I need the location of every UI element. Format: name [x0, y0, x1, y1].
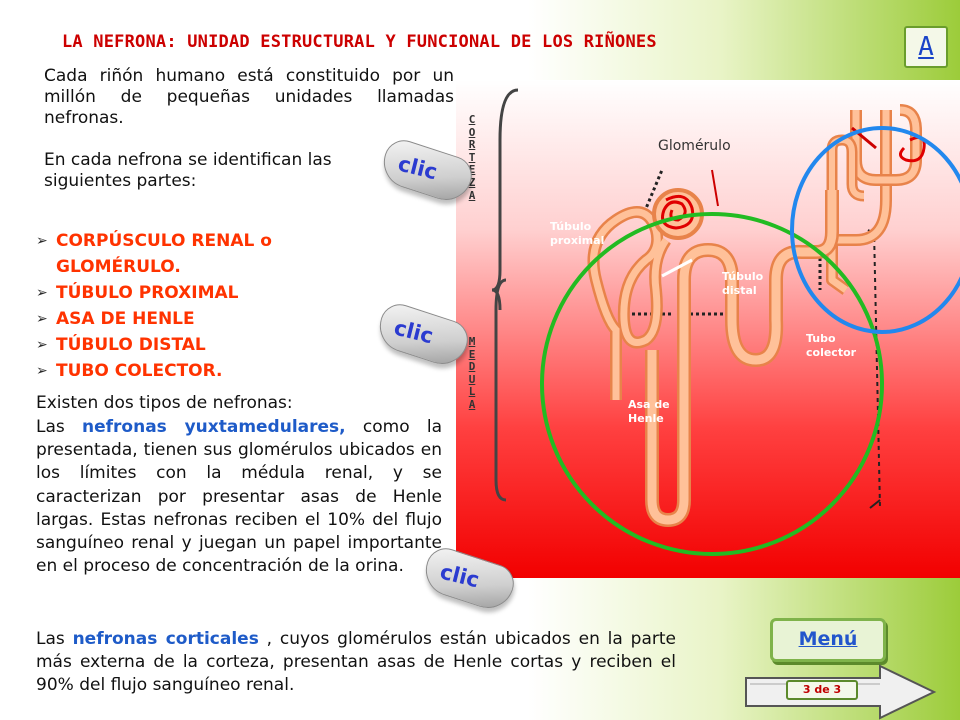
yuxta-pre: Las [36, 417, 83, 437]
intro-text: Cada riñón humano está constituido por u… [44, 66, 454, 128]
corteza-label: C O R T E Z A [468, 113, 476, 202]
yuxtamedular-text: Las nefronas yuxtamedulares, como la pre… [36, 416, 442, 578]
clic-button-2[interactable]: clic [373, 299, 474, 371]
glomerulo-capillaries [661, 194, 695, 230]
part-corpusculo: CORPÚSCULO RENAL o GLOMÉRULO. [36, 228, 336, 280]
page-indicator: 3 de 3 [786, 680, 858, 700]
corteza-bracket [491, 88, 519, 292]
glomerulo-label: Glomérulo [658, 138, 731, 154]
clic-button-1[interactable]: clic [377, 135, 478, 207]
tubo-colector-label: Tubo colector [806, 332, 857, 359]
medula-bracket [494, 278, 507, 502]
part-tubulo-distal: TÚBULO DISTAL [36, 332, 336, 358]
cortical-text: Las nefronas corticales , cuyos glomérul… [36, 628, 676, 697]
nephron-diagram: C O R T E Z A M E D U L A Glomérulo Túbu… [456, 80, 960, 578]
part-tubo-colector: TUBO COLECTOR. [36, 358, 336, 384]
nephron-illustration [491, 88, 960, 556]
types-intro-text: Existen dos tipos de nefronas: [36, 393, 293, 413]
asa-henle-label: Asa de Henle [628, 398, 670, 425]
green-highlight-circle [540, 212, 884, 556]
yuxta-post: como la presentada, tienen sus glomérulo… [36, 417, 442, 577]
parts-intro-text: En cada nefrona se identifican las sigui… [44, 150, 332, 191]
cortical-post: , cuyos glomérulos están ubicados en la … [36, 629, 676, 695]
colector-dashed-line [873, 229, 881, 509]
medula-label: M E D U L A [468, 335, 476, 411]
page-title: LA NEFRONA: UNIDAD ESTRUCTURAL Y FUNCION… [62, 32, 657, 52]
tubulo-distal-label: Túbulo distal [722, 270, 764, 297]
cortical-term: nefronas corticales [72, 629, 259, 649]
nephron-parts-list: CORPÚSCULO RENAL o GLOMÉRULO. TÚBULO PRO… [36, 228, 336, 384]
tubulo-proximal-label: Túbulo proximal [550, 220, 605, 247]
badge-a-link[interactable]: A [904, 26, 948, 68]
part-asa-henle: ASA DE HENLE [36, 306, 336, 332]
clic-button-3[interactable]: clic [419, 543, 520, 615]
blue-highlight-circle [790, 126, 960, 334]
part-tubulo-proximal: TÚBULO PROXIMAL [36, 280, 336, 306]
yuxta-term: nefronas yuxtamedulares, [82, 417, 346, 437]
cortical-pre: Las [36, 629, 73, 649]
menu-button[interactable]: Menú [770, 618, 886, 662]
